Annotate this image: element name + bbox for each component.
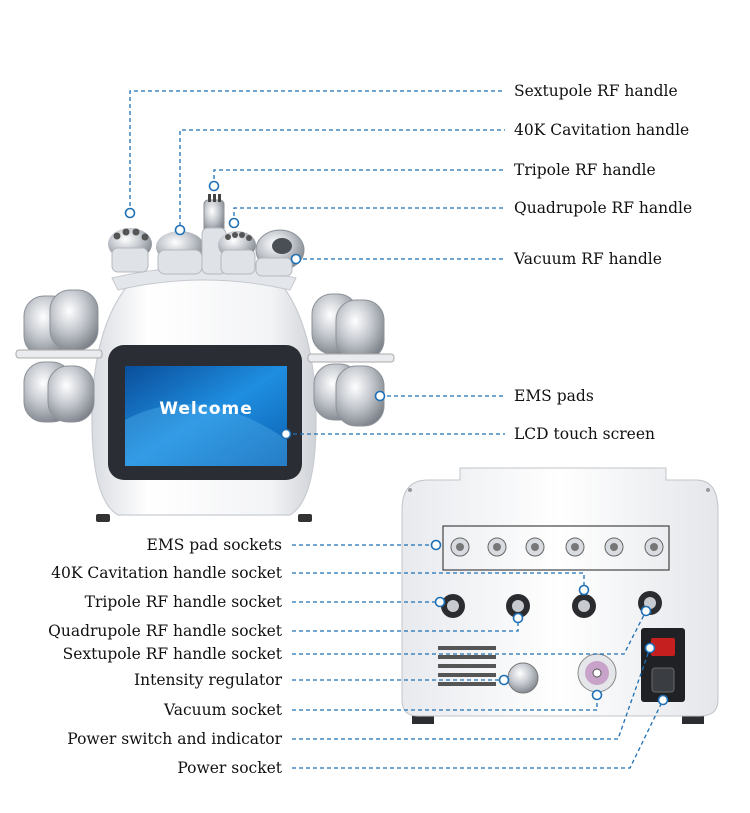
label-tripole-rf-handle: Tripole RF handle [514,161,656,179]
ems-pads-right [307,293,395,427]
ems-sockets [450,537,664,557]
quadrupole-rf-handle [218,231,256,275]
label-ems-pad-sockets: EMS pad sockets [146,536,282,554]
label-lcd-touch-screen: LCD touch screen [514,425,656,443]
cavitation-handle [156,231,204,275]
intensity-knob [507,662,539,694]
lcd-screen [125,366,287,466]
label-quadrupole-rf-handle: Quadrupole RF handle [514,199,693,217]
label-tripole-rf-handle-socket: Tripole RF handle socket [84,593,282,611]
label-cavitation-handle-socket: 40K Cavitation handle socket [51,564,282,582]
vacuum-rf-handle [255,229,305,277]
top-handles [108,194,305,277]
label-cavitation-handle: 40K Cavitation handle [514,121,690,139]
front-machine: Welcome [91,266,317,522]
ems-pads-left [15,289,103,423]
label-sextupole-rf-handle: Sextupole RF handle [514,82,678,100]
screen-welcome-text: Welcome [159,399,253,419]
sextupole-rf-handle [108,228,152,273]
leader-lines [129,90,664,769]
tripole-rf-handle [201,194,227,275]
marker-dots [124,180,669,706]
label-sextupole-rf-handle-socket: Sextupole RF handle socket [62,645,282,663]
vent-grille [438,646,496,686]
label-vacuum-rf-handle: Vacuum RF handle [514,250,662,268]
label-power-socket: Power socket [177,759,282,777]
label-intensity-regulator: Intensity regulator [134,671,282,689]
label-quadrupole-rf-handle-socket: Quadrupole RF handle socket [48,622,282,640]
label-power-switch-indicator: Power switch and indicator [67,730,282,748]
label-ems-pads: EMS pads [514,387,594,405]
label-vacuum-socket: Vacuum socket [163,701,282,719]
back-panel [401,467,719,724]
